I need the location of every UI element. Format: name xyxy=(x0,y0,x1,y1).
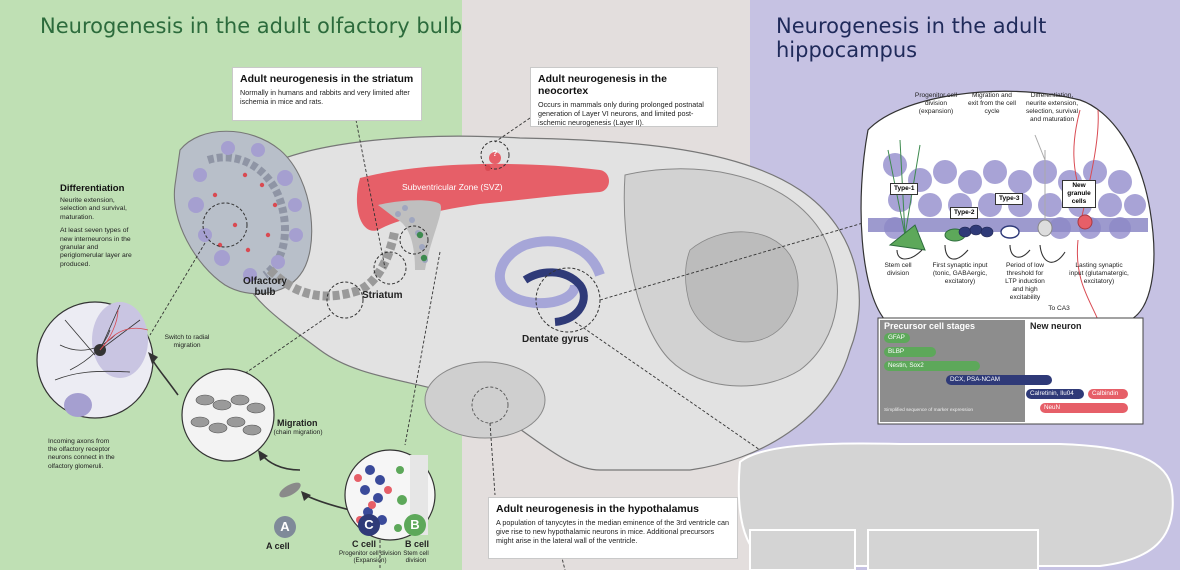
type-2-tag: Type-2 xyxy=(950,207,978,219)
hypothalamus-box: Adult neurogenesis in the hypothalamus A… xyxy=(488,497,738,559)
differentiation-p1: Neurite extension, selection and surviva… xyxy=(60,197,142,222)
marker-bar-calbindin: Calbindin xyxy=(1088,389,1128,399)
type-3-tag: Type-3 xyxy=(995,193,1023,205)
marker-bar-gfap: GFAP xyxy=(884,333,910,343)
neocortex-box-title: Adult neurogenesis in the neocortex xyxy=(538,73,710,97)
chain-migration-zoom xyxy=(182,369,274,461)
hippo-bottom-1: Stem cell division xyxy=(880,262,916,278)
olfactory-bulb-label: Olfactory bulb xyxy=(240,276,290,298)
marker-bar-nestin: Nestin, Sox2 xyxy=(884,361,980,371)
striatum-box-text: Normally in humans and rabbits and very … xyxy=(240,88,414,106)
hippo-step-2: Migration and exit from the cell cycle xyxy=(968,92,1016,116)
type-1-tag: Type-1 xyxy=(890,183,918,195)
a-cell-label: A cell xyxy=(266,541,290,551)
hypothalamus-box-text: A population of tanycytes in the median … xyxy=(496,518,730,545)
hypothalamus-box-title: Adult neurogenesis in the hypothalamus xyxy=(496,503,730,515)
a-cell-icon: A xyxy=(274,516,296,538)
hippo-bottom-2: First synaptic input (tonic, GABAergic, … xyxy=(930,262,990,286)
olfactory-heading: Neurogenesis in the adult olfactory bulb xyxy=(40,14,462,38)
migration-sub-label: (chain migration) xyxy=(268,429,328,437)
striatum-box-title: Adult neurogenesis in the striatum xyxy=(240,73,414,85)
hippocampus-heading: Neurogenesis in the adult hippocampus xyxy=(776,14,1180,62)
differentiation-p2: At least seven types of new interneurons… xyxy=(60,227,142,269)
new-granule-tag: New granule cells xyxy=(1062,180,1096,208)
differentiation-title: Differentiation xyxy=(60,183,142,194)
marker-bar-neun: NeuN xyxy=(1040,403,1128,413)
b-cell-sub: Stem cell division xyxy=(396,550,436,565)
striatum-box: Adult neurogenesis in the striatum Norma… xyxy=(232,67,422,121)
marker-footnote: Simplified sequence of marker expression xyxy=(884,408,973,413)
hypothalamus-region xyxy=(425,362,545,438)
hippo-bottom-5: To CA3 xyxy=(1044,305,1074,313)
b-cell-label: B cell xyxy=(405,539,429,549)
svz-label: Subventricular Zone (SVZ) xyxy=(402,183,532,191)
dentate-gyrus-label: Dentate gyrus xyxy=(522,334,589,345)
marker-bar-blbp: BLBP xyxy=(884,347,936,357)
precursor-label: Precursor cell stages xyxy=(884,321,975,331)
striatum-label: Striatum xyxy=(362,290,403,301)
hippo-step-3: Differentiation, neurite extension, sele… xyxy=(1022,92,1082,124)
neocortex-marker: ? xyxy=(489,150,501,158)
b-cell-icon: B xyxy=(404,514,426,536)
hippo-step-1: Progenitor cell division (expansion) xyxy=(912,92,960,116)
differentiation-text: Differentiation Neurite extension, selec… xyxy=(60,183,142,269)
incoming-axons-text: Incoming axons from the olfactory recept… xyxy=(48,438,120,471)
switch-label: Switch to radial migration xyxy=(158,334,216,350)
neocortex-box: Adult neurogenesis in the neocortex Occu… xyxy=(530,67,718,127)
hippo-bottom-3: Period of low threshold for LTP inductio… xyxy=(1000,262,1050,302)
marker-bar-dcx: DCX, PSA-NCAM xyxy=(946,375,1052,385)
neocortex-box-text: Occurs in mammals only during prolonged … xyxy=(538,100,710,127)
migration-label: Migration xyxy=(277,418,318,428)
c-cell-icon: C xyxy=(358,514,380,536)
marker-bar-calretinin: Calretinin, Ilu04 xyxy=(1026,389,1084,399)
hippo-bottom-4: Lasting synaptic input (glutamatergic, e… xyxy=(1068,262,1130,286)
c-cell-label: C cell xyxy=(352,539,376,549)
new-neuron-label: New neuron xyxy=(1030,321,1082,331)
